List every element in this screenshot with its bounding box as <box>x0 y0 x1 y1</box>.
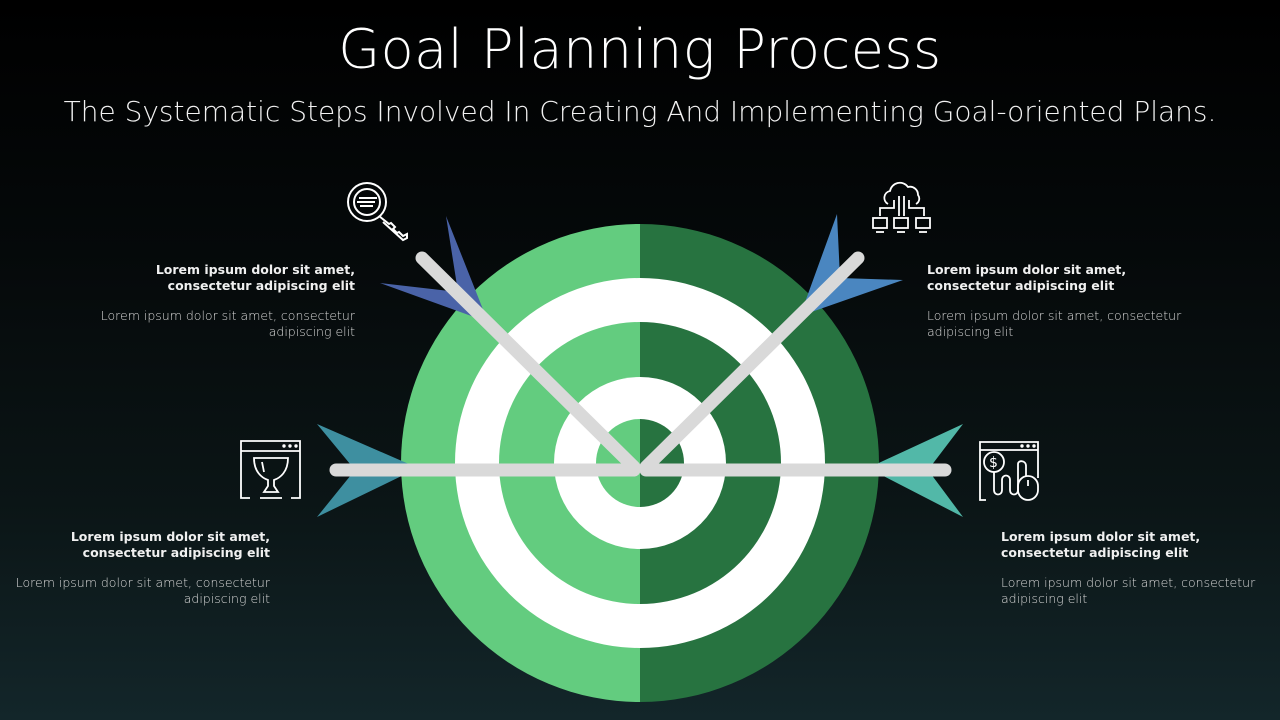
step-bottom-right-text: Lorem ipsum dolor sit amet, consectetur … <box>1001 529 1261 607</box>
step-description: Lorem ipsum dolor sit amet, consectetur … <box>1001 575 1256 606</box>
page-title: Goal Planning Process <box>338 18 942 81</box>
step-top-right-text: Lorem ipsum dolor sit amet, consectetur … <box>927 262 1187 340</box>
dollar-mouse-icon: $ <box>979 441 1039 501</box>
step-heading: Lorem ipsum dolor sit amet, consectetur … <box>927 262 1127 293</box>
trophy-window-icon <box>240 440 301 499</box>
step-bottom-left-text: Lorem ipsum dolor sit amet, consectetur … <box>10 529 270 607</box>
arrow-shaft-top-right <box>639 251 865 474</box>
cloud-network-icon <box>872 181 931 233</box>
step-heading: Lorem ipsum dolor sit amet, consectetur … <box>1001 529 1201 560</box>
search-key-icon <box>347 182 408 242</box>
svg-text:$: $ <box>989 455 998 471</box>
step-top-left-text: Lorem ipsum dolor sit amet, consectetur … <box>95 262 355 340</box>
step-heading: Lorem ipsum dolor sit amet, consectetur … <box>155 262 355 293</box>
target-left-half <box>401 224 640 702</box>
step-description: Lorem ipsum dolor sit amet, consectetur … <box>927 308 1182 339</box>
step-description: Lorem ipsum dolor sit amet, consectetur … <box>100 308 355 339</box>
arrow-shaft-top-left <box>415 251 641 474</box>
page-subtitle: The Systematic Steps Involved In Creatin… <box>63 95 1217 128</box>
target-right-half <box>640 224 879 702</box>
step-heading: Lorem ipsum dolor sit amet, consectetur … <box>70 529 270 560</box>
step-description: Lorem ipsum dolor sit amet, consectetur … <box>15 575 270 606</box>
